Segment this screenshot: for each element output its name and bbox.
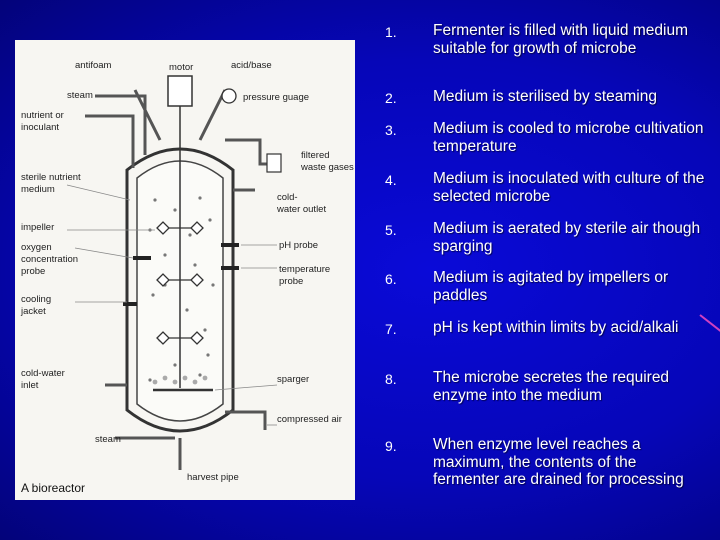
label-temp-1: temperature [279, 264, 330, 275]
step-number: 3. [385, 122, 397, 138]
label-oxygen-1: oxygen [21, 242, 52, 253]
label-filtered-1: filtered [301, 150, 330, 161]
step-number: 5. [385, 222, 397, 238]
label-oxygen-2: concentration [21, 254, 78, 265]
filter-box [266, 153, 282, 173]
pressure-gauge [221, 88, 237, 104]
step-text: Medium is agitated by impellers or paddl… [433, 269, 669, 304]
side-probes [123, 243, 239, 306]
leader-lines [66, 184, 278, 426]
step-text: Medium is sterilised by steaming [433, 88, 657, 105]
side-pipes [105, 188, 267, 470]
sparger-bubbles [152, 375, 208, 385]
label-cooling-2: jacket [20, 306, 46, 317]
top-pipes [85, 89, 267, 168]
vessel-outer [125, 147, 235, 433]
diagram-caption: A bioreactor [21, 481, 85, 495]
label-antifoam: antifoam [75, 60, 112, 71]
label-cooling-1: cooling [21, 294, 51, 305]
label-temp-2: probe [279, 276, 303, 287]
label-cold-in-2: inlet [21, 380, 39, 391]
label-filtered-2: waste gases [300, 162, 354, 173]
label-acid-base: acid/base [231, 60, 272, 71]
step-text: When enzyme level reaches a maximum, the… [433, 436, 684, 488]
label-harvest-pipe: harvest pipe [187, 472, 239, 483]
step-text: Medium is aerated by sterile air though … [433, 220, 701, 255]
step-text: Medium is inoculated with culture of the… [433, 170, 705, 205]
step-text: pH is kept within limits by acid/alkali [433, 319, 679, 336]
impellers [156, 221, 204, 345]
step-number: 8. [385, 371, 397, 387]
label-ph-probe: pH probe [279, 240, 318, 251]
step-number: 9. [385, 438, 397, 454]
label-impeller: impeller [21, 222, 54, 233]
bioreactor-illustration: antifoam motor acid/base steam pressure … [20, 60, 354, 495]
label-steam-bottom: steam [95, 434, 121, 445]
step-text: Fermenter is filled with liquid medium s… [433, 22, 688, 57]
label-nutrient-1: nutrient or [21, 110, 64, 121]
step-text: The microbe secretes the required enzyme… [433, 369, 670, 404]
bioreactor-diagram: antifoam motor acid/base steam pressure … [15, 40, 355, 500]
step-number: 4. [385, 172, 397, 188]
step-text: Medium is cooled to microbe cultivation … [433, 120, 704, 155]
label-pressure-gauge: pressure guage [243, 92, 309, 103]
label-steam-top: steam [67, 90, 93, 101]
label-sparger: sparger [277, 374, 309, 385]
step-number: 6. [385, 271, 397, 287]
label-oxygen-3: probe [21, 266, 45, 277]
label-motor: motor [169, 62, 193, 73]
step-number: 7. [385, 321, 397, 337]
label-cold-out-1: cold- [277, 192, 298, 203]
label-nutrient-2: inoculant [21, 122, 59, 133]
label-cold-in-1: cold-water [21, 368, 65, 379]
step-number: 2. [385, 90, 397, 106]
step-number: 1. [385, 24, 397, 40]
label-sterile-1: sterile nutrient [21, 172, 81, 183]
label-sterile-2: medium [21, 184, 55, 195]
label-compressed-air: compressed air [277, 414, 342, 425]
label-cold-out-2: water outlet [276, 204, 326, 215]
motor-box [167, 75, 193, 107]
